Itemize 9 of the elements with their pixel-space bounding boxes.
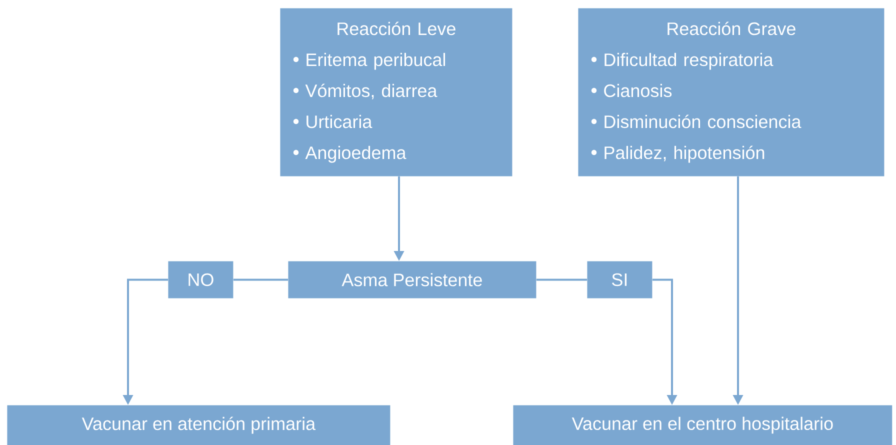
decision-box: Asma Persistente	[288, 261, 536, 298]
reaction-box: Reacción Leve Eritema peribucal Vómitos, diarrea Urticaria Angioedema	[280, 8, 512, 176]
result-box: Vacunar en atención primaria	[7, 405, 390, 445]
connector-line	[536, 278, 587, 281]
result-box: Vacunar en el centro hospitalario	[513, 405, 892, 445]
connector-line	[233, 278, 288, 281]
reaction-box: Reacción Grave Dificultad respiratoria Cianosis Disminución consciencia Palidez, hipotensión	[578, 8, 884, 176]
option-box: SI	[587, 261, 652, 298]
option-box: NO	[168, 261, 234, 298]
